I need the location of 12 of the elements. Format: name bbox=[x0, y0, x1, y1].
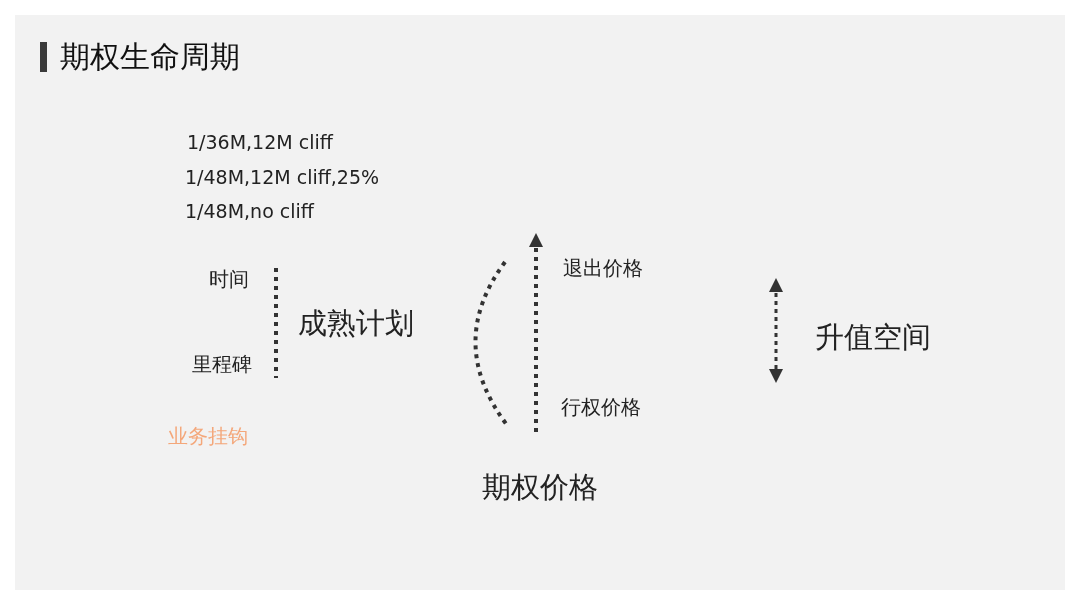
text-label: 1/48M,no cliff bbox=[185, 199, 314, 223]
text-label: 升值空间 bbox=[815, 319, 931, 355]
text-label: 时间 bbox=[209, 267, 249, 291]
text-label: 行权价格 bbox=[561, 395, 641, 419]
slide-title: 期权生命周期 bbox=[60, 39, 240, 75]
text-label: 业务挂钩 bbox=[168, 424, 248, 448]
text-label: 1/48M,12M cliff,25% bbox=[185, 165, 380, 189]
text-label: 1/36M,12M cliff bbox=[187, 130, 333, 154]
text-label: 里程碑 bbox=[192, 352, 252, 376]
text-label: 退出价格 bbox=[563, 256, 643, 280]
text-label: 期权价格 bbox=[482, 469, 598, 505]
text-label: 成熟计划 bbox=[298, 305, 414, 341]
